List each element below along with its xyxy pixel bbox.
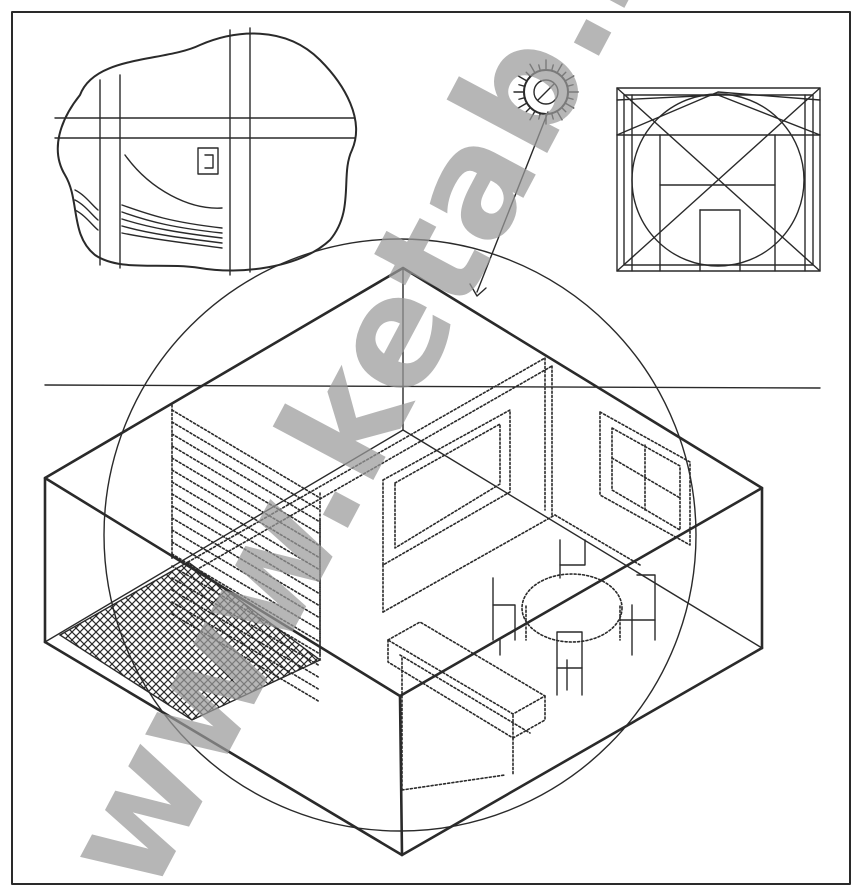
watermark: www.ketab.ir (28, 0, 709, 894)
figure-frame (11, 11, 851, 885)
view-circle (103, 238, 697, 832)
chairs (492, 539, 656, 696)
wall-top (187, 357, 553, 571)
dining-table (521, 573, 623, 643)
site-parcels (74, 147, 223, 249)
site-plan-inset (54, 27, 357, 276)
site-boundary (56, 32, 357, 272)
sofa (387, 621, 546, 791)
proportion-diagram-icon (616, 87, 821, 272)
side-window (599, 411, 691, 546)
sun-ray-arrow (469, 111, 549, 297)
watermark-text: www.ketab.ir (28, 0, 709, 894)
floor-edge (382, 514, 641, 613)
site-roads (54, 27, 356, 276)
wall-slats (171, 404, 321, 703)
horizon-line (44, 384, 821, 389)
wall-window (319, 409, 511, 661)
isometric-room (43, 238, 821, 857)
